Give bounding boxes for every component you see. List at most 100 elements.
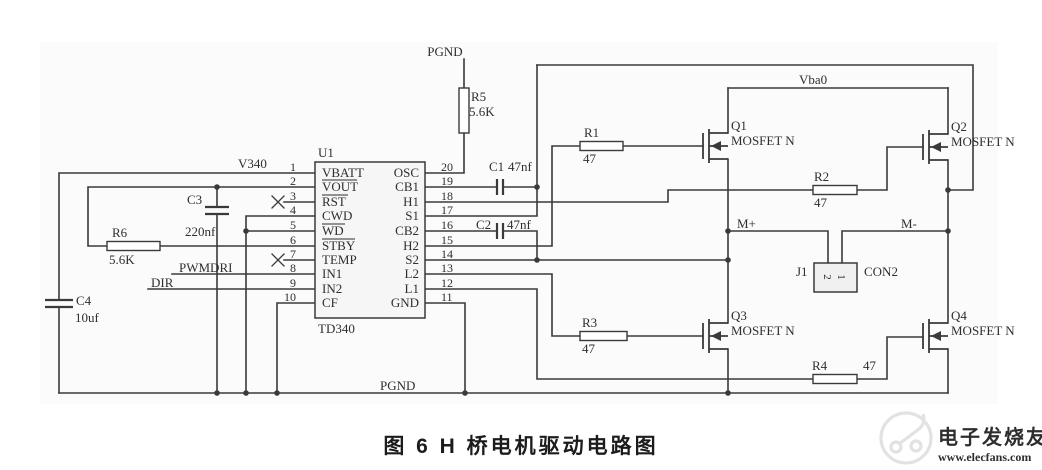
- wire-top-rail: [536, 64, 974, 191]
- net-label-pgnd-bottom: PGND: [380, 378, 415, 393]
- mosfet-q2-symbol: [922, 130, 948, 164]
- net-label-dir: DIR: [151, 275, 174, 290]
- chip-pin-label: S1: [405, 208, 419, 223]
- mosfet-q4-arrow-icon: [931, 331, 941, 341]
- resistor-r3: [579, 330, 628, 342]
- label-c1-value: 47nf: [508, 159, 533, 174]
- chip-pin-number: 14: [441, 247, 453, 261]
- chip-body: [314, 161, 426, 319]
- resistor-r1: [579, 140, 624, 152]
- junction-dots: [214, 184, 951, 396]
- wire-l1-r4-q4gate: [424, 288, 924, 380]
- label-q1-ref: Q1: [731, 118, 747, 133]
- label-c3-value: 220nf: [185, 224, 216, 239]
- wire-osc-r5-pgnd: [424, 58, 465, 174]
- watermark-url: www.elecfans.com: [938, 450, 1031, 464]
- connector-j1-body: [813, 262, 858, 293]
- wire-cwd-wd-branch: [245, 215, 316, 394]
- label-r3-value: 47: [582, 341, 596, 356]
- chip-pin-number: 5: [290, 218, 296, 232]
- watermark-logo-icon: [879, 411, 933, 465]
- connector-j1-pin1: 1: [835, 274, 847, 280]
- chip-pin-number: 20: [441, 160, 453, 174]
- chip-pin-label: CB1: [395, 179, 419, 194]
- scan-background: [40, 42, 998, 404]
- chip-pin-label: L2: [405, 266, 419, 281]
- wire-vout-r6-loop: [87, 186, 316, 247]
- mosfet-q4-symbol: [922, 319, 948, 353]
- chip-pin-number: 15: [441, 233, 453, 247]
- mosfet-q3-symbol: [702, 319, 728, 353]
- resistor-r5: [458, 87, 470, 134]
- label-r3-ref: R3: [582, 315, 597, 330]
- chip-pin-number: 18: [441, 189, 453, 203]
- label-q4-type: MOSFET N: [951, 323, 1015, 338]
- chip-pin-number: 16: [441, 218, 453, 232]
- watermark: 电子发烧友 www.elecfans.com: [879, 411, 1042, 465]
- chip-pin-label: S2: [405, 252, 419, 267]
- label-r5-ref: R5: [471, 89, 486, 104]
- wire-v340-rail: [58, 172, 316, 394]
- chip-pin-label: TEMP: [322, 252, 357, 267]
- chip-pin-label: IN2: [322, 281, 342, 296]
- wire-gnd-pin: [424, 302, 466, 394]
- wire-cb1-c1-s1: [424, 64, 538, 217]
- chip-pin-number: 10: [284, 290, 296, 304]
- label-c3-ref: C3: [187, 192, 202, 207]
- chip-pin-number: 4: [290, 203, 296, 217]
- net-label-vba0: Vba0: [799, 72, 827, 87]
- chip-part: TD340: [318, 321, 355, 336]
- chip-pin-label: CF: [322, 295, 338, 310]
- figure-caption: 图 6 H 桥电机驱动电路图: [383, 435, 659, 458]
- label-q3-type: MOSFET N: [731, 323, 795, 338]
- chip-pin-label: VOUT: [322, 179, 358, 194]
- mosfet-q1-symbol: [702, 129, 728, 163]
- label-c4-value: 10uf: [75, 310, 100, 325]
- net-label-pgnd-top: PGND: [427, 44, 462, 59]
- label-c2-value: 47nf: [507, 217, 532, 232]
- chip-pin-number: 7: [290, 247, 296, 261]
- chip-pin-label: WD: [322, 223, 344, 238]
- label-r4-ref: R4: [812, 358, 828, 373]
- net-label-m-minus: M-: [901, 216, 917, 231]
- chip-pin-number: 9: [290, 276, 296, 290]
- chip-pin-number: 17: [441, 203, 453, 217]
- chip-pin-number: 13: [441, 261, 453, 275]
- connector-j1-pin2: 2: [821, 274, 833, 280]
- chip-pin-label: H2: [403, 238, 419, 253]
- resistor-r6: [106, 240, 161, 252]
- label-c1-ref: C1: [489, 159, 504, 174]
- chip-pin-number: 19: [441, 174, 453, 188]
- chip-pin-label: RST: [322, 194, 346, 209]
- label-r4-value: 47: [863, 358, 877, 373]
- label-r6-ref: R6: [112, 225, 128, 240]
- net-label-m-plus: M+: [737, 216, 756, 231]
- capacitor-c4: [45, 298, 73, 309]
- mosfet-q3-arrow-icon: [711, 331, 721, 341]
- label-r2-value: 47: [814, 195, 828, 210]
- watermark-name: 电子发烧友: [938, 425, 1042, 449]
- no-connect-x-icon: [271, 195, 285, 267]
- chip-pin-label: CWD: [322, 208, 352, 223]
- chip-pin-label: OSC: [394, 165, 419, 180]
- chip-pin-number: 11: [441, 290, 453, 304]
- wire-cb2-c2-s2: [424, 230, 729, 261]
- chip-pin-number: 2: [290, 174, 296, 188]
- label-r6-value: 5.6K: [109, 252, 135, 267]
- capacitor-c2: [495, 223, 505, 239]
- label-r2-ref: R2: [814, 169, 829, 184]
- chip-pin-label: VBATT: [322, 165, 364, 180]
- wire-motor-terminals: [727, 230, 949, 264]
- capacitor-c3: [205, 205, 229, 216]
- label-q2-ref: Q2: [951, 119, 967, 134]
- chip-pin-number: 8: [290, 261, 296, 275]
- wire-in1-in2-cf: [147, 273, 316, 394]
- net-label-v340: V340: [238, 156, 267, 171]
- mosfet-q1-arrow-icon: [711, 141, 721, 151]
- label-q4-ref: Q4: [951, 308, 967, 323]
- wire-nc-stubs: [283, 201, 316, 261]
- label-r5-value: 5.6K: [469, 104, 495, 119]
